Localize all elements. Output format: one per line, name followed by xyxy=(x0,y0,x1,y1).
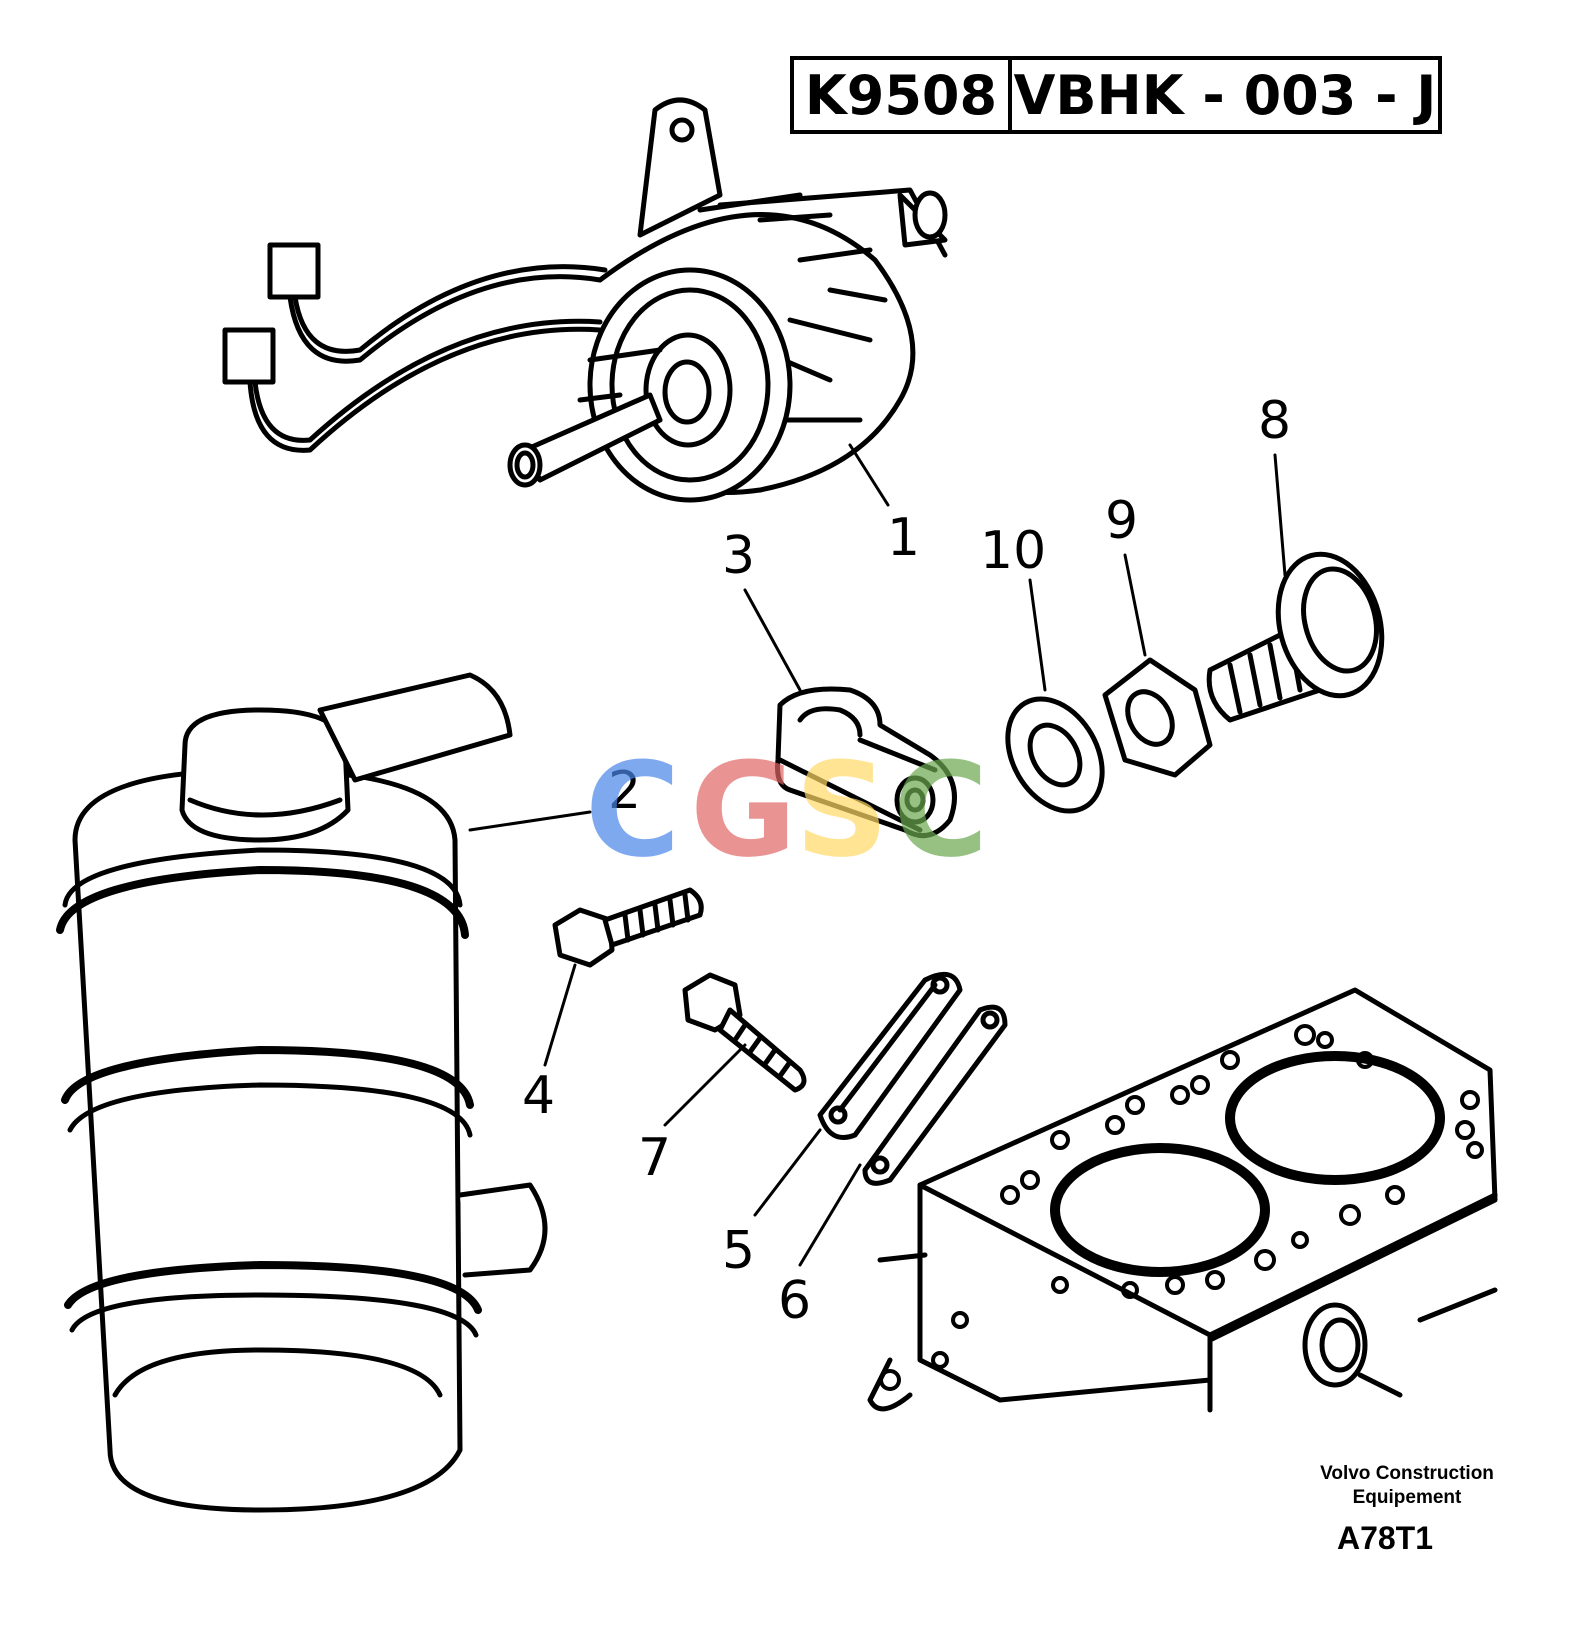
engine-block xyxy=(867,987,1498,1413)
part-7-bolt xyxy=(682,972,807,1093)
callout-2: 2 xyxy=(608,761,642,821)
drawing-ref: VBHK - 003 - J xyxy=(1013,63,1437,127)
watermark-letter-g: G xyxy=(690,734,797,886)
watermark-letter-s: S xyxy=(795,734,889,886)
watermark-letter-c2: C xyxy=(893,734,988,886)
part-5-6-gaskets xyxy=(817,971,1008,1186)
part-4-bolt xyxy=(552,887,704,968)
callout-1: 1 xyxy=(887,508,921,568)
manufacturer-name: Volvo Construction Equipement xyxy=(1320,1463,1494,1508)
part-8-bolt xyxy=(1206,551,1385,723)
figure-code: A78T1 xyxy=(1336,1520,1434,1556)
callout-8: 8 xyxy=(1258,391,1292,451)
watermark-letter-c1: C xyxy=(585,734,680,886)
drawing-ref-box: VBHK - 003 - J xyxy=(1008,56,1442,134)
callout-3: 3 xyxy=(722,526,756,586)
part-1-pump xyxy=(507,97,948,503)
model-code: K9508 xyxy=(804,63,998,127)
callout-10: 10 xyxy=(980,521,1047,581)
callout-7: 7 xyxy=(638,1128,672,1188)
part-1-wires xyxy=(222,242,608,453)
callout-4: 4 xyxy=(522,1066,556,1126)
part-9-nut xyxy=(1102,657,1213,778)
part-2-tank xyxy=(56,672,548,1513)
callout-9: 9 xyxy=(1105,491,1139,551)
model-code-box: K9508 xyxy=(790,56,1012,134)
leader-lines xyxy=(468,443,1287,1267)
part-10-washer xyxy=(1005,696,1105,814)
callout-6: 6 xyxy=(778,1271,812,1331)
callout-5: 5 xyxy=(722,1221,756,1281)
part-3-clamp xyxy=(775,686,957,839)
